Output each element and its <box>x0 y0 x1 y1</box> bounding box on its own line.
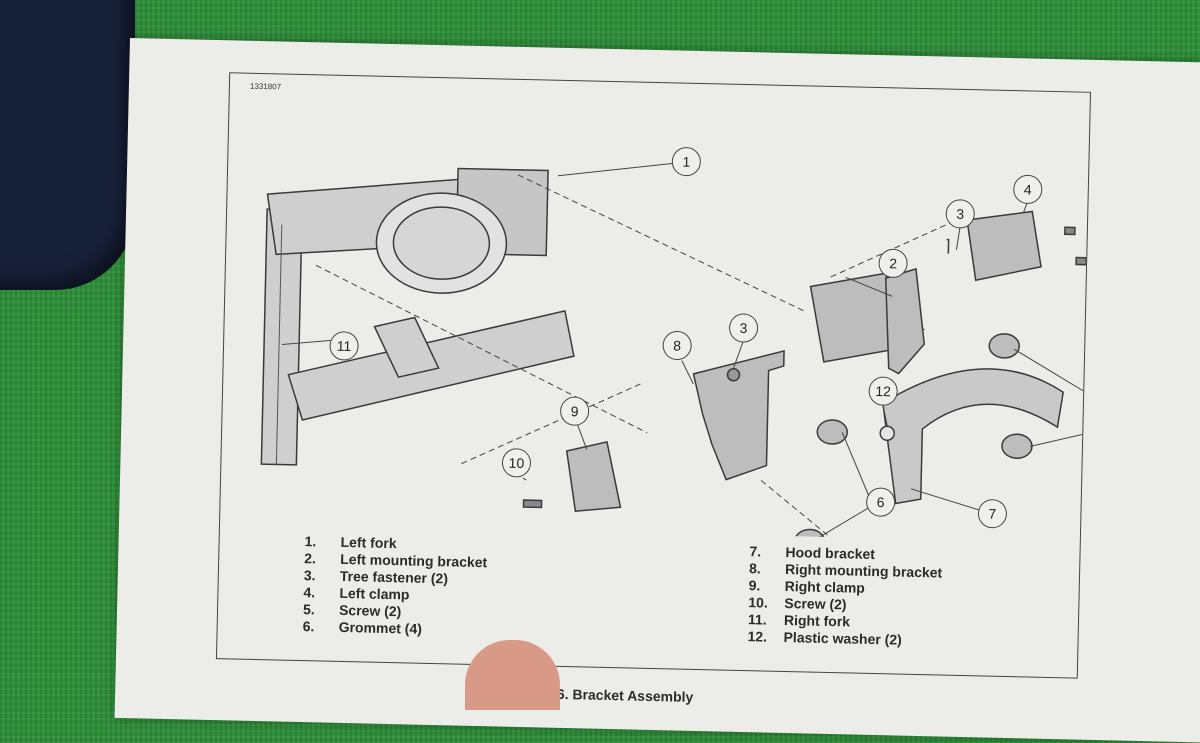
callout: 7 <box>910 488 1007 529</box>
bracket-assembly-drawing: 1 2 3 4 5 3 8 12 6 9 10 6 11 7 <box>260 147 1091 543</box>
svg-text:4: 4 <box>1024 181 1032 197</box>
headlamp-lens <box>392 206 491 280</box>
svg-text:12: 12 <box>875 383 891 399</box>
legend-item: 12.Plastic washer (2) <box>747 628 903 648</box>
grommet <box>1001 433 1033 459</box>
svg-text:9: 9 <box>571 403 579 419</box>
tree-fastener <box>946 238 950 254</box>
svg-text:11: 11 <box>337 338 352 354</box>
callout: 2 <box>845 248 908 297</box>
tree-fastener <box>726 368 741 382</box>
screw <box>536 534 557 543</box>
plastic-washer <box>879 425 895 442</box>
callout: 10 <box>501 448 531 481</box>
screw <box>1075 256 1088 266</box>
callout: 8 <box>662 330 694 385</box>
screw <box>1064 226 1076 236</box>
grommet <box>816 419 848 445</box>
callout: 9 <box>560 396 590 450</box>
callout: 4 <box>1013 174 1043 214</box>
callout: 1 <box>557 147 701 177</box>
dark-object <box>0 0 135 290</box>
callout: 5 <box>1085 262 1091 284</box>
svg-text:1: 1 <box>682 154 690 170</box>
callout: 3 <box>729 313 759 368</box>
callout: 11 <box>282 331 359 361</box>
callout: 6 <box>1013 348 1091 448</box>
callouts: 1 2 3 4 5 3 8 12 6 9 10 6 11 7 <box>282 147 1091 538</box>
figure-frame: 1331807 <box>215 72 1092 679</box>
parts-legend-left: 1.Left fork 2.Left mounting bracket 3.Tr… <box>302 533 488 639</box>
fork-assembly <box>260 167 575 466</box>
callout: 12 <box>868 376 898 427</box>
svg-text:3: 3 <box>956 206 964 222</box>
right-mounting-bracket <box>692 349 785 481</box>
legend-item: 6.Grommet (4) <box>302 618 423 637</box>
svg-text:10: 10 <box>508 455 524 471</box>
callout: 6 <box>819 432 896 538</box>
parts <box>522 210 1088 543</box>
left-clamp <box>966 210 1042 282</box>
svg-text:8: 8 <box>673 337 681 353</box>
instruction-sheet: 1331807 <box>114 38 1200 743</box>
parts-legend-right: 7.Hood bracket 8.Right mounting bracket … <box>747 543 942 649</box>
headlamp-mount <box>373 316 440 379</box>
screw <box>522 499 543 509</box>
grommet <box>988 333 1020 359</box>
svg-text:2: 2 <box>889 255 897 271</box>
right-clamp <box>565 441 622 513</box>
svg-text:7: 7 <box>988 506 996 522</box>
hood-bracket <box>882 368 1065 505</box>
svg-text:6: 6 <box>877 494 885 510</box>
svg-text:3: 3 <box>739 320 747 336</box>
callout: 3 <box>945 199 975 250</box>
left-mounting-bracket-arm <box>884 267 926 375</box>
